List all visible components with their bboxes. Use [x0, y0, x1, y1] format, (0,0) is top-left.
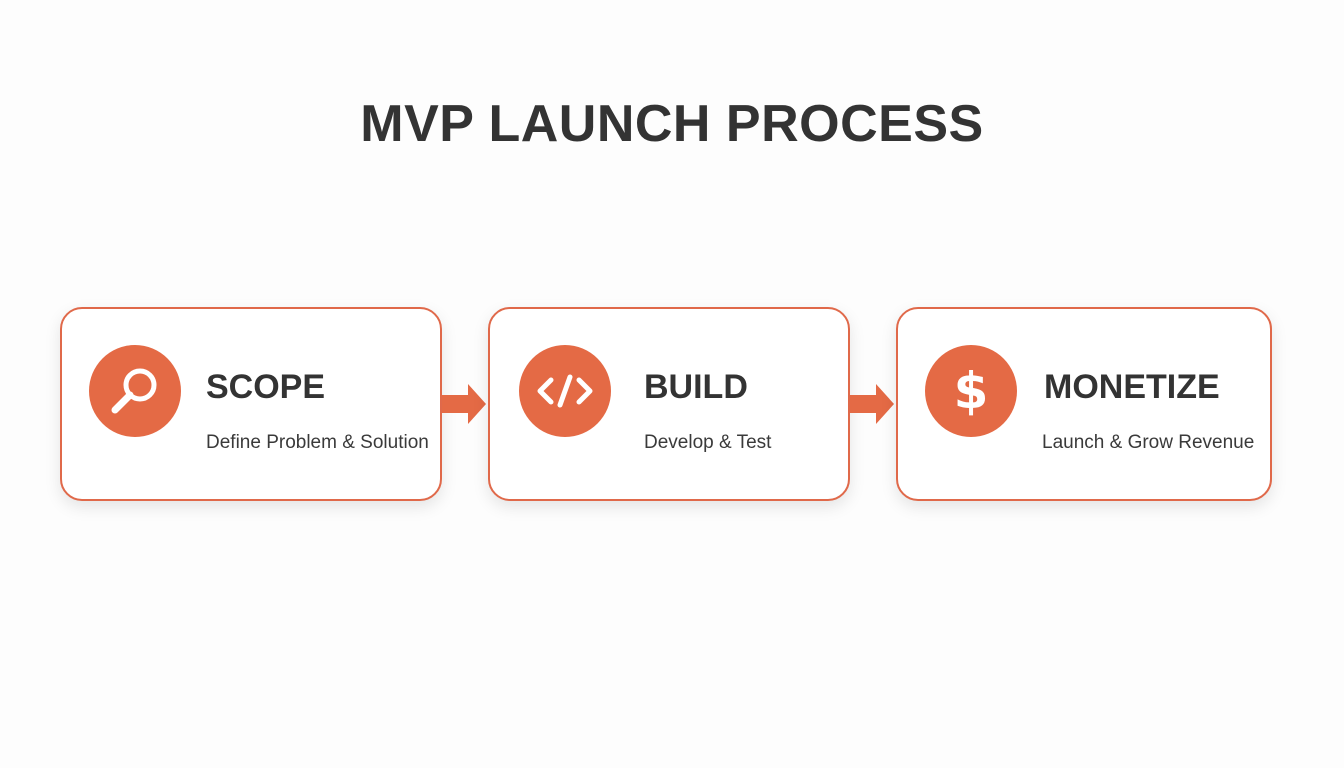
step-card-monetize: $ MONETIZE Launch & Grow Revenue: [896, 307, 1272, 501]
arrow-right-icon: [442, 384, 486, 424]
dollar-glyph: $: [953, 362, 989, 420]
step-title: MONETIZE: [1044, 368, 1220, 406]
step-title: SCOPE: [206, 368, 326, 406]
magnifying-glass-icon: [89, 345, 181, 437]
step-card-scope: SCOPE Define Problem & Solution: [60, 307, 442, 501]
step-subtitle: Define Problem & Solution: [206, 432, 429, 453]
code-brackets-icon: [519, 345, 611, 437]
dollar-sign-icon: $: [925, 345, 1017, 437]
step-subtitle: Develop & Test: [644, 432, 772, 453]
step-title: BUILD: [644, 368, 748, 406]
diagram-title: MVP LAUNCH PROCESS: [360, 95, 984, 153]
step-card-build: BUILD Develop & Test: [488, 307, 850, 501]
step-subtitle: Launch & Grow Revenue: [1042, 432, 1255, 453]
arrow-right-icon: [850, 384, 894, 424]
